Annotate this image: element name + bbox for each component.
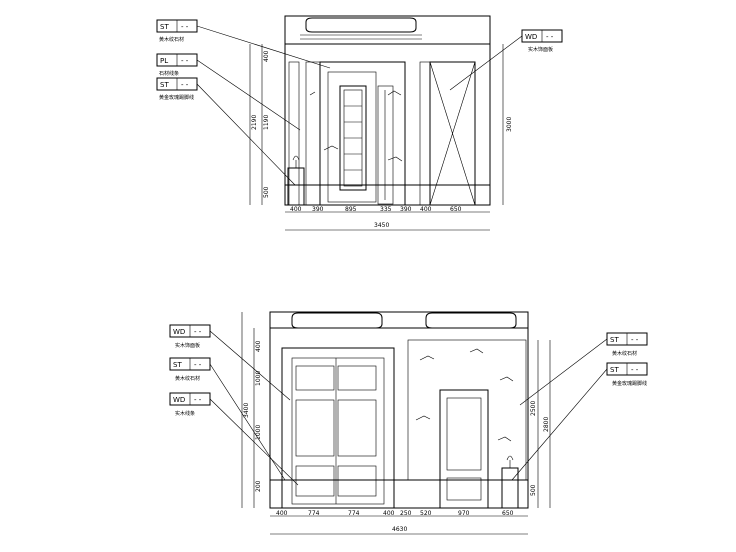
top-dim-4: 335 (380, 206, 392, 213)
svg-text:黄金玫瑰踢脚线: 黄金玫瑰踢脚线 (159, 94, 194, 101)
top-vase (287, 167, 305, 206)
top-right-dim: 3000 (506, 117, 513, 132)
bottom-left-dim-1: 400 (255, 340, 262, 352)
bottom-single-door (439, 389, 489, 509)
top-total-dim: 3450 (374, 222, 389, 229)
svg-text:实木线条: 实木线条 (175, 410, 195, 417)
bottom-right-dim-3: 500 (530, 484, 537, 496)
svg-text:ST: ST (173, 361, 182, 369)
svg-text:- -: - - (631, 366, 639, 374)
top-tag-right: WD - - 实木饰面板 (449, 29, 563, 91)
svg-text:- -: - - (181, 23, 189, 31)
svg-text:ST: ST (160, 81, 169, 89)
top-dim-6: 400 (420, 206, 432, 213)
bottom-tag-3: WD - - 实木线条 (169, 392, 299, 486)
svg-text:WD: WD (525, 33, 537, 41)
svg-text:- -: - - (194, 328, 202, 336)
svg-text:- -: - - (194, 396, 202, 404)
bottom-dim-3: 774 (348, 510, 360, 517)
bottom-dim-5: 250 (400, 510, 412, 517)
bottom-dim-1: 400 (276, 510, 288, 517)
top-crown-molding (305, 17, 417, 33)
svg-text:石材线条: 石材线条 (159, 70, 179, 77)
bottom-tag-right-1: ST - - 黄木纹石材 (519, 332, 648, 406)
bottom-tag-1: WD - - 实木饰面板 (169, 324, 291, 401)
top-dim-3: 895 (345, 206, 357, 213)
bottom-vase (501, 467, 519, 509)
bottom-double-door (281, 347, 395, 509)
bottom-left-dim-4: 200 (255, 480, 262, 492)
bottom-left-dim-2: 1000 (255, 371, 262, 386)
top-dim-2: 390 (312, 206, 324, 213)
svg-text:黄木纹石材: 黄木纹石材 (159, 36, 184, 43)
bottom-right-dim-2: 2800 (543, 417, 550, 432)
bottom-left-dim-3: 1000 (255, 425, 262, 440)
top-tag-3: ST - - 黄金玫瑰踢脚线 (156, 77, 296, 186)
bottom-right-dim-1: 2500 (530, 401, 537, 416)
svg-text:实木饰面板: 实木饰面板 (175, 342, 200, 349)
svg-text:ST: ST (610, 336, 619, 344)
bottom-tag-2: ST - - 黄木纹石材 (169, 357, 286, 481)
svg-text:ST: ST (160, 23, 169, 31)
svg-text:- -: - - (181, 81, 189, 89)
svg-text:黄金玫瑰踢脚线: 黄金玫瑰踢脚线 (612, 380, 647, 387)
svg-text:- -: - - (546, 33, 554, 41)
top-left-dim-1: 400 (263, 50, 270, 62)
svg-text:黄木纹石材: 黄木纹石材 (175, 375, 200, 382)
top-left-dim-3: 2190 (251, 115, 258, 130)
svg-text:- -: - - (181, 57, 189, 65)
bottom-marble-wall (407, 339, 527, 481)
bottom-left-dim-5: 3400 (243, 403, 250, 418)
top-left-dim-2: 1190 (263, 115, 270, 130)
svg-text:WD: WD (173, 396, 185, 404)
bottom-total-dim: 4630 (392, 526, 407, 533)
bottom-dim-2: 774 (308, 510, 320, 517)
top-tag-1: ST - - 黄木纹石材 (156, 19, 331, 69)
svg-text:实木饰面板: 实木饰面板 (528, 46, 553, 53)
bottom-crown-left (291, 312, 383, 329)
bottom-crown-right (425, 312, 517, 329)
top-dim-1: 400 (290, 206, 302, 213)
svg-text:PL: PL (160, 57, 168, 65)
bottom-tag-right-2: ST - - 黄金玫瑰踢脚线 (511, 362, 648, 481)
top-elevation: 400 390 895 335 390 400 650 3450 400 119… (156, 15, 563, 231)
top-left-dim-4: 500 (263, 186, 270, 198)
bottom-dim-4: 400 (383, 510, 395, 517)
svg-text:WD: WD (173, 328, 185, 336)
top-dim-5: 390 (400, 206, 412, 213)
bottom-dim-7: 970 (458, 510, 470, 517)
bottom-elevation: 400 774 774 400 250 520 970 650 4630 400… (169, 311, 648, 535)
top-dim-7: 650 (450, 206, 462, 213)
svg-text:ST: ST (610, 366, 619, 374)
top-tag-2: PL - - 石材线条 (156, 53, 301, 131)
svg-text:- -: - - (194, 361, 202, 369)
bottom-dim-6: 520 (420, 510, 432, 517)
bottom-dim-8: 650 (502, 510, 514, 517)
top-stone-panel (319, 61, 406, 206)
svg-text:- -: - - (631, 336, 639, 344)
svg-text:黄木纹石材: 黄木纹石材 (612, 350, 637, 357)
